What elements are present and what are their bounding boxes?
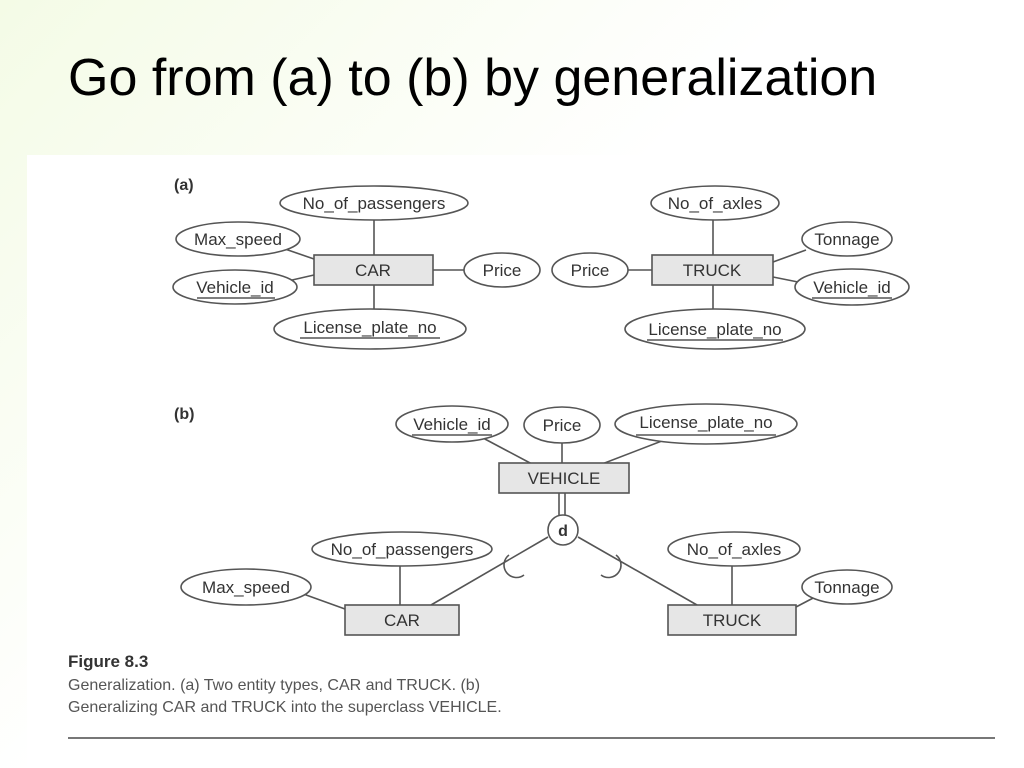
connector bbox=[430, 536, 549, 606]
disjoint-circle: d bbox=[547, 514, 579, 546]
attr-car-vehicle-id: Vehicle_id bbox=[172, 269, 298, 305]
attr-truck-b-tonnage: Tonnage bbox=[801, 569, 893, 605]
entity-car-b: CAR bbox=[344, 604, 460, 636]
svg-text:Max_speed: Max_speed bbox=[202, 578, 290, 597]
entity-truck-b: TRUCK bbox=[667, 604, 797, 636]
attr-vehicle-license-plate-no: License_plate_no bbox=[614, 403, 798, 445]
attr-car-b-max-speed: Max_speed bbox=[180, 568, 312, 606]
attr-vehicle-price: Price bbox=[523, 406, 601, 444]
svg-text:Max_speed: Max_speed bbox=[194, 230, 282, 249]
svg-text:Tonnage: Tonnage bbox=[814, 230, 879, 249]
attr-truck-vehicle-id: Vehicle_id bbox=[794, 268, 910, 306]
connector bbox=[482, 437, 533, 465]
svg-text:License_plate_no: License_plate_no bbox=[639, 413, 772, 432]
attr-truck-b-no-of-axles: No_of_axles bbox=[667, 531, 801, 567]
svg-text:No_of_passengers: No_of_passengers bbox=[331, 540, 474, 559]
svg-text:CAR: CAR bbox=[384, 611, 420, 630]
attr-vehicle-vehicle-id: Vehicle_id bbox=[395, 405, 509, 443]
svg-text:Price: Price bbox=[543, 416, 582, 435]
svg-text:License_plate_no: License_plate_no bbox=[303, 318, 436, 337]
caption-rule bbox=[68, 737, 995, 739]
figure-caption: Figure 8.3 Generalization. (a) Two entit… bbox=[68, 652, 768, 719]
attr-truck-license-plate-no: License_plate_no bbox=[624, 308, 806, 350]
attr-truck-no-of-axles: No_of_axles bbox=[650, 185, 780, 221]
svg-text:No_of_passengers: No_of_passengers bbox=[303, 194, 446, 213]
svg-text:Vehicle_id: Vehicle_id bbox=[196, 278, 274, 297]
entity-vehicle: VEHICLE bbox=[498, 462, 630, 494]
svg-text:d: d bbox=[558, 523, 568, 540]
attr-car-license-plate-no: License_plate_no bbox=[273, 308, 467, 350]
svg-text:TRUCK: TRUCK bbox=[683, 261, 742, 280]
entity-truck-a: TRUCK bbox=[651, 254, 774, 286]
attr-car-max-speed: Max_speed bbox=[175, 221, 301, 257]
caption-line: Generalizing CAR and TRUCK into the supe… bbox=[68, 699, 502, 716]
subset-symbol-truck bbox=[600, 554, 622, 579]
connector bbox=[577, 536, 698, 606]
entity-car-a: CAR bbox=[313, 254, 434, 286]
attr-car-price: Price bbox=[463, 252, 541, 288]
part-a-label: (a) bbox=[174, 177, 194, 194]
svg-text:No_of_axles: No_of_axles bbox=[668, 194, 763, 213]
attr-car-no-of-passengers: No_of_passengers bbox=[279, 185, 469, 221]
svg-text:TRUCK: TRUCK bbox=[703, 611, 762, 630]
er-diagram: (a) No_of_passengers Max_speed Vehicle_i… bbox=[172, 177, 910, 636]
subset-symbol-car bbox=[503, 554, 525, 579]
svg-text:Price: Price bbox=[483, 261, 522, 280]
slide-title: Go from (a) to (b) by generalization bbox=[68, 49, 878, 107]
svg-text:License_plate_no: License_plate_no bbox=[648, 320, 781, 339]
attr-car-b-no-of-passengers: No_of_passengers bbox=[311, 531, 493, 567]
connector bbox=[772, 249, 807, 263]
svg-text:Vehicle_id: Vehicle_id bbox=[413, 415, 491, 434]
svg-text:Price: Price bbox=[571, 261, 610, 280]
svg-text:Tonnage: Tonnage bbox=[814, 578, 879, 597]
part-b-label: (b) bbox=[174, 406, 194, 423]
caption-title: Figure 8.3 bbox=[68, 652, 149, 671]
caption-line: Generalization. (a) Two entity types, CA… bbox=[68, 677, 481, 694]
attr-truck-price: Price bbox=[551, 252, 629, 288]
svg-text:No_of_axles: No_of_axles bbox=[687, 540, 782, 559]
figure-panel: (a) No_of_passengers Max_speed Vehicle_i… bbox=[27, 155, 1024, 768]
svg-text:CAR: CAR bbox=[355, 261, 391, 280]
connector bbox=[772, 276, 799, 283]
connector bbox=[601, 438, 668, 465]
connector bbox=[284, 248, 315, 260]
svg-text:VEHICLE: VEHICLE bbox=[528, 469, 601, 488]
svg-text:Vehicle_id: Vehicle_id bbox=[813, 278, 891, 297]
attr-truck-tonnage: Tonnage bbox=[801, 221, 893, 257]
